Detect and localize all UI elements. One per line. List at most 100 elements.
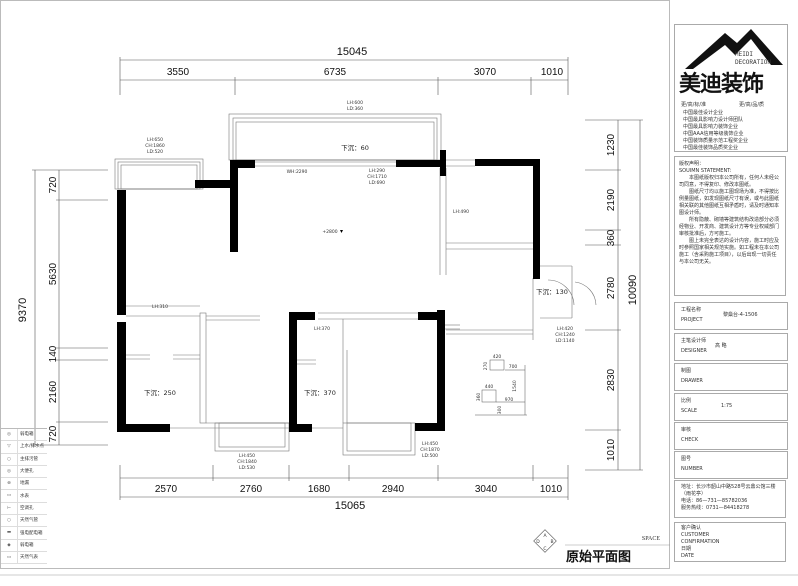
label-text: CUSTOMER (681, 532, 710, 538)
ac-hole-icon: ⊢ (1, 502, 18, 515)
check-box: 审核 CHECK (674, 422, 788, 450)
dim-left: 5630 (48, 262, 59, 285)
legend-label: 地漏 (20, 481, 29, 487)
label-text: 版权声明： (679, 161, 705, 167)
dimension-lines (32, 57, 643, 500)
legend: ◎弱电箱 ▽上水/排水点 ○主排污管 ◎大便孔 ⊕地漏 ▭水表 ⊢空调孔 ○天然… (1, 428, 47, 565)
annotations: LH:600 LD:360 LH:650 CH:1860 LD:520 WH:2… (145, 100, 575, 471)
address-box: 地址：长沙市韶山中路528号云鼎公馆三楼（雨花亭） 电话：86—731—8578… (674, 480, 786, 518)
legend-row: ▽上水/排水点 (1, 441, 47, 454)
label-text: CHECK (681, 437, 699, 443)
label-text: 图号 (681, 456, 692, 462)
legend-row: ○天然气管 (1, 515, 47, 528)
label-text: CH:1710 (367, 174, 387, 180)
label-text: LH:450 (239, 453, 255, 459)
legend-label: 强电配电箱 (20, 530, 43, 536)
label-text: CH:1870 (420, 447, 440, 453)
legend-row: ◎弱电箱 (1, 429, 47, 442)
drain-pipe-icon: ○ (1, 453, 18, 465)
label-text: CH:1840 (237, 459, 257, 465)
legend-row: ◎大便孔 (1, 465, 47, 479)
label-text: 中国最具影响力装饰企业 (683, 124, 739, 130)
label-text: 比例 (681, 398, 692, 404)
label-text: 制图 (681, 368, 692, 374)
dim-right: 2830 (606, 368, 617, 391)
label-text: LH:290 (369, 168, 385, 174)
legend-row: ○主排污管 (1, 453, 47, 466)
brand-en: DECORATION (735, 59, 772, 66)
label-text: 970 (505, 397, 514, 403)
dim-right: 2780 (606, 276, 617, 299)
label-text: LH:450 (422, 441, 438, 447)
honors-list: 中国最佳设计企业中国最具影响力设计师团队中国最具影响力装饰企业中国AAA信用等级… (683, 110, 748, 152)
label-text: 黎燊台-4-1506 (723, 312, 758, 318)
label-text: LD:1140 (556, 338, 575, 344)
drawing-title: 原始平面图 (566, 549, 631, 565)
thin-lines (114, 113, 597, 456)
dim-left: 140 (48, 345, 59, 362)
label-text: 420 (493, 354, 502, 360)
dim-left: 2160 (48, 380, 59, 403)
label-text: 440 (485, 384, 494, 390)
brand-name: 美迪装饰 (679, 72, 764, 97)
dim-top: 3070 (474, 67, 497, 78)
label-text: C (543, 546, 546, 552)
label-text: DESIGNER (681, 348, 707, 354)
power-box-icon: ▬ (1, 527, 18, 539)
room-label-entrance: 下沉：130 (536, 288, 568, 296)
room-label-bedroom-mid: 下沉：370 (304, 389, 336, 397)
label-text: LD:360 (347, 106, 363, 112)
label-text: 客户确认 (681, 525, 702, 531)
legend-row: ◆弱电箱 (1, 539, 47, 552)
dim-bottom: 1010 (540, 484, 563, 495)
label-text: 所有隐蔽、砌墙等建筑结构改造部分必须经物业、开发商、建筑设计方等专业权威部门审核… (679, 217, 780, 237)
legend-row: ▭天然气表 (1, 551, 47, 565)
label-text: LH:310 (152, 304, 168, 310)
logo-icon (685, 29, 783, 69)
label-text: CH:1240 (555, 332, 575, 338)
space-label: SPACE (642, 536, 660, 542)
dim-left: 720 (48, 425, 59, 442)
legend-label: 天然气管 (20, 518, 38, 524)
label-text: PROJECT (681, 317, 703, 323)
label-text: LD:500 (422, 453, 438, 459)
elevation-marker-icon (340, 230, 343, 233)
label-text: DRAWER (681, 378, 703, 384)
weak-box-icon: ◎ (1, 429, 18, 441)
label-text: 300 (497, 406, 503, 415)
label-text: 主笔设计师 (681, 338, 707, 344)
label-text: 1540 (512, 380, 518, 392)
label-text: 中国装饰质量示范工程奖企业 (683, 138, 749, 144)
label-text: 中国最具影响力设计师团队 (683, 117, 744, 123)
dim-top: 3550 (167, 67, 190, 78)
dim-bottom: 1680 (308, 484, 331, 495)
label-text: 360 (476, 393, 482, 402)
label-text: LH:420 (557, 326, 573, 332)
dim-bottom: 2940 (382, 484, 405, 495)
slogan: 更/高/标/准 (681, 102, 707, 108)
gas-meter-icon: ▭ (1, 551, 18, 564)
label-text: 700 (509, 364, 518, 370)
weak-box-icon: ◆ (1, 539, 18, 551)
legend-label: 天然气表 (20, 555, 38, 561)
label-text: 图纸尺寸均以施工图现场为准，不得按比例量图纸，如发现图纸尺寸有误，或与此图纸相关… (679, 189, 780, 216)
legend-label: 水表 (20, 493, 29, 499)
room-label-top-balcony: 下沉：60 (341, 144, 369, 152)
label-text: LH:370 (314, 326, 330, 332)
label-text: CONFIRMATION (681, 539, 720, 545)
label-text: LH:650 (147, 137, 163, 143)
label-text: 工程名称 (681, 307, 702, 313)
dim-bottom: 3040 (475, 484, 498, 495)
label-text: LD:690 (369, 180, 385, 186)
drawer-box: 制图 DRAWER (674, 363, 788, 391)
label-text: CH:1860 (145, 143, 165, 149)
label-text: 中国最佳设计企业 (683, 110, 724, 116)
designer-box: 主笔设计师 DESIGNER 高 略 (674, 333, 788, 361)
number-box: 图号 NUMBER (674, 451, 788, 479)
label-text: B (550, 539, 553, 545)
legend-label: 弱电箱 (20, 432, 34, 438)
dim-top-total: 15045 (337, 46, 368, 58)
label-text: WH:2290 (287, 169, 308, 175)
label-text: 高 略 (715, 343, 727, 349)
dim-bottom: 2760 (240, 484, 263, 495)
